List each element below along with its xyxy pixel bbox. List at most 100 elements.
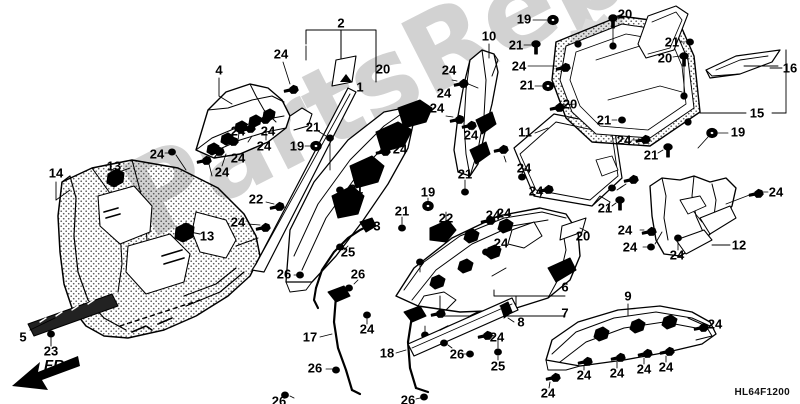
callout-ref-24[interactable]: 24 [230,123,246,139]
callout-ref-24[interactable]: 24 [609,365,625,381]
callout-ref-22[interactable]: 22 [438,210,454,226]
callout-ref-24[interactable]: 24 [359,321,375,337]
part-17-lower-rod [327,285,362,396]
part-18-rod [403,305,430,394]
callout-ref-14[interactable]: 14 [48,165,64,181]
callout-ref-21[interactable]: 21 [457,166,473,182]
part-12-mud-guard [649,175,737,257]
callout-ref-3[interactable]: 3 [373,218,381,234]
callout-ref-24[interactable]: 24 [658,359,674,375]
callout-ref-21[interactable]: 21 [519,77,535,93]
callout-ref-19[interactable]: 19 [289,138,305,154]
callout-ref-26[interactable]: 26 [350,266,366,282]
diagram-code: HL64F1200 [734,387,790,398]
callout-ref-6[interactable]: 6 [561,279,569,295]
callout-ref-26[interactable]: 26 [276,266,292,282]
callout-ref-12[interactable]: 12 [731,237,747,253]
callout-ref-20[interactable]: 20 [375,61,391,77]
callout-ref-24[interactable]: 24 [496,205,512,221]
callout-ref-26[interactable]: 26 [449,346,465,362]
callout-ref-24[interactable]: 24 [622,239,638,255]
callout-ref-24[interactable]: 24 [616,132,632,148]
callout-ref-24[interactable]: 24 [463,127,479,143]
callout-ref-21[interactable]: 21 [643,147,659,163]
part-19-grommet-right [706,127,718,139]
callout-ref-1[interactable]: 1 [356,79,364,95]
callout-ref-21[interactable]: 21 [394,203,410,219]
callout-ref-24[interactable]: 24 [511,58,527,74]
callout-ref-19[interactable]: 19 [516,11,532,27]
callout-ref-7[interactable]: 7 [561,305,569,321]
callout-ref-21[interactable]: 21 [596,112,612,128]
callout-ref-11[interactable]: 11 [518,124,532,140]
callout-ref-9[interactable]: 9 [624,288,632,304]
callout-ref-15[interactable]: 15 [749,105,765,121]
callout-ref-19[interactable]: 19 [730,124,746,140]
callout-ref-24[interactable]: 24 [436,85,452,101]
callout-ref-16[interactable]: 16 [782,60,798,76]
part-21-bolt-r4 [686,38,694,46]
callout-ref-23[interactable]: 23 [43,343,59,359]
callout-ref-24[interactable]: 24 [617,222,633,238]
part-24-fastener-12b [641,226,657,236]
callout-ref-24[interactable]: 24 [576,367,592,383]
part-2-bracket-group [305,29,377,87]
callout-ref-24[interactable]: 24 [149,146,165,162]
callout-ref-13[interactable]: 13 [106,158,122,174]
callout-ref-24[interactable]: 24 [429,100,445,116]
callout-ref-21[interactable]: 21 [348,181,364,197]
part-19-grommet-topleft [547,14,559,26]
callout-ref-25[interactable]: 25 [490,358,506,374]
callout-ref-17[interactable]: 17 [302,329,318,345]
part-26-fastener-i [416,258,424,266]
callout-ref-18[interactable]: 18 [379,345,395,361]
callout-ref-19[interactable]: 19 [420,184,436,200]
part-21-bolt-center-a [326,134,334,142]
callout-ref-24[interactable]: 24 [489,329,505,345]
callout-ref-24[interactable]: 24 [707,316,723,332]
callout-ref-24[interactable]: 24 [260,123,276,139]
part-8-trim-strip [407,297,519,357]
callout-ref-24[interactable]: 24 [528,183,544,199]
callout-ref-13[interactable]: 13 [199,228,215,244]
callout-ref-24[interactable]: 24 [214,164,230,180]
callout-ref-22[interactable]: 22 [248,191,264,207]
part-20-tab [559,217,587,241]
callout-ref-21[interactable]: 21 [305,119,321,135]
callout-ref-24[interactable]: 24 [392,141,408,157]
callout-ref-20[interactable]: 20 [575,228,591,244]
part-21-bolt-center-b [336,186,344,194]
callout-ref-25[interactable]: 25 [340,244,356,260]
callout-ref-8[interactable]: 8 [517,314,525,330]
part-24-fastener-r4 [623,174,639,184]
callout-ref-20[interactable]: 20 [657,50,673,66]
part-21-bolt-lower [398,224,406,232]
callout-ref-24[interactable]: 24 [441,62,457,78]
callout-ref-2[interactable]: 2 [337,15,345,31]
callout-ref-24[interactable]: 24 [230,150,246,166]
callout-ref-24[interactable]: 24 [256,138,272,154]
part-21-bolt-r6 [615,196,625,211]
callout-ref-24[interactable]: 24 [669,247,685,263]
part-21-bolt-r1 [531,40,541,55]
callout-ref-24[interactable]: 24 [493,235,509,251]
callout-ref-26[interactable]: 26 [271,393,287,404]
callout-ref-21[interactable]: 21 [664,34,680,50]
callout-ref-26[interactable]: 26 [307,360,323,376]
callout-ref-24[interactable]: 24 [540,385,556,401]
callout-ref-24[interactable]: 24 [636,361,652,377]
callout-ref-24[interactable]: 24 [273,46,289,62]
callout-ref-26[interactable]: 26 [400,392,416,404]
part-26-fastener-d [420,393,428,401]
callout-ref-24[interactable]: 24 [485,207,501,223]
callout-ref-5[interactable]: 5 [19,329,27,345]
callout-ref-20[interactable]: 20 [562,96,578,112]
callout-ref-20[interactable]: 20 [617,6,633,22]
callout-ref-24[interactable]: 24 [230,214,246,230]
callout-ref-24[interactable]: 24 [768,184,784,200]
callout-ref-21[interactable]: 21 [508,37,524,53]
callout-ref-10[interactable]: 10 [481,28,497,44]
callout-ref-4[interactable]: 4 [215,62,223,78]
callout-ref-21[interactable]: 21 [597,200,613,216]
callout-ref-24[interactable]: 24 [516,160,532,176]
